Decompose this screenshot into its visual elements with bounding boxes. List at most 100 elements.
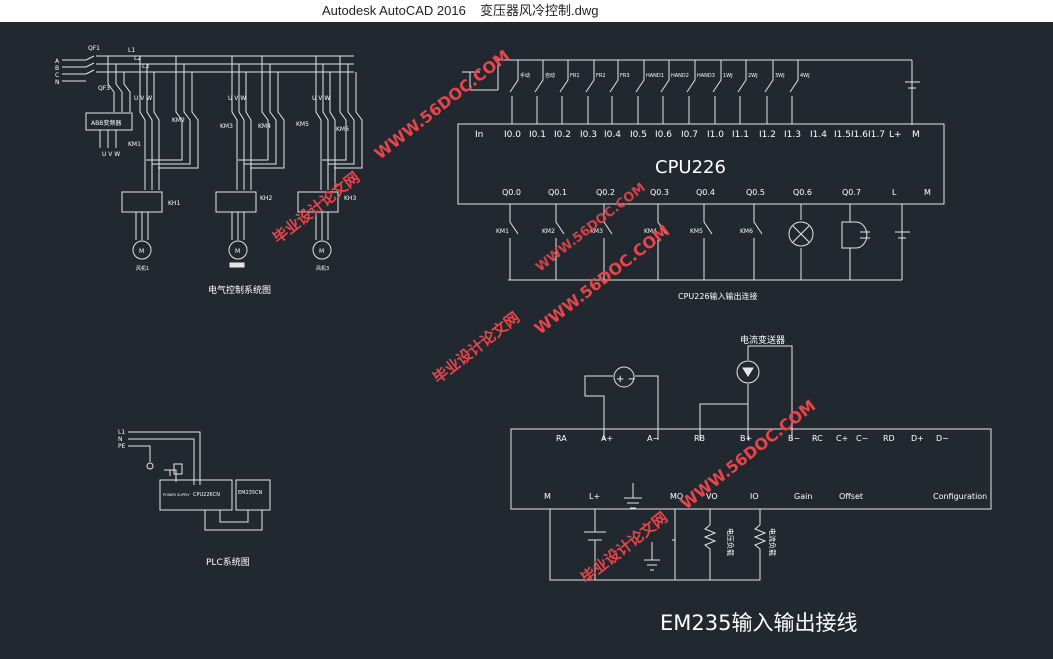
input-switch-label-10: 3WJ <box>775 73 785 79</box>
inverter-label: ABB变频器 <box>91 119 121 127</box>
output-load-label-1: KM2 <box>542 228 555 235</box>
load-voltage-label: 电压负载 <box>726 528 735 556</box>
input-switch-1 <box>534 60 544 124</box>
cpu-output-8: L <box>892 188 897 197</box>
input-switch-6 <box>660 60 670 124</box>
cpu-input-10: I1.1 <box>732 130 749 140</box>
contactor-km4: KM4 <box>258 123 271 130</box>
line-l2-label: L2 <box>134 55 141 62</box>
cpu-output-9: M <box>924 188 931 197</box>
contactor-km6: KM6 <box>336 126 349 133</box>
plc-caption: PLC系统图 <box>206 556 250 568</box>
cpu-input-7: I0.6 <box>655 130 672 140</box>
file-name: 变压器风冷控制.dwg <box>480 3 599 18</box>
input-switch-5 <box>635 60 645 124</box>
svg-text:风机3: 风机3 <box>316 265 329 272</box>
cpu-input-11: I1.2 <box>759 130 776 140</box>
plc-cpu-label: CPU226CN <box>193 492 220 498</box>
cpu-input-1: I0.0 <box>504 130 521 140</box>
cpu-input-5: I0.4 <box>604 130 621 140</box>
svg-text:毕业设计论文网: 毕业设计论文网 <box>429 308 523 387</box>
em235-top-9: RD <box>883 434 895 443</box>
cpu-input-9: I1.0 <box>707 130 724 140</box>
phase-b-label: B <box>55 65 59 72</box>
title-bar: Autodesk AutoCAD 2016 变压器风冷控制.dwg <box>0 0 1053 22</box>
svg-text:U V W: U V W <box>312 95 330 102</box>
cpu-input-15: I1.6 <box>851 130 868 140</box>
cpu-output-3: Q0.3 <box>650 188 669 197</box>
svg-text:N: N <box>118 436 123 443</box>
cpu-output-5: Q0.5 <box>746 188 765 197</box>
cpu-input-14: I1.5 <box>834 130 851 140</box>
cpu226-caption: CPU226输入输出连接 <box>678 291 758 301</box>
output-load-label-0: KM1 <box>496 228 509 235</box>
em235-bottom-1: L+ <box>589 492 600 501</box>
input-switch-label-4: FR3 <box>620 73 630 79</box>
svg-text:L1: L1 <box>118 429 125 436</box>
cpu-input-16: I1.7 <box>868 130 885 140</box>
input-switch-8 <box>712 60 722 124</box>
cpu-output-6: Q0.6 <box>793 188 812 197</box>
app-name: Autodesk AutoCAD 2016 <box>322 3 466 18</box>
cpu-input-3: I0.2 <box>554 130 571 140</box>
cpu226-title: CPU226 <box>655 157 726 178</box>
input-switch-label-11: 4WJ <box>800 73 810 79</box>
input-switch-10 <box>764 60 774 124</box>
em235-bottom-5: Gain <box>794 492 812 501</box>
svg-text:毕业设计论文网: 毕业设计论文网 <box>577 508 671 587</box>
output-load-2 <box>603 204 613 280</box>
cpu-input-17: L+ <box>889 130 902 140</box>
contactor-km5: KM5 <box>296 121 309 128</box>
input-switch-label-1: 自动 <box>545 72 555 79</box>
cpu-input-0: In <box>475 130 483 140</box>
svg-text:WWW.56DOC.COM: WWW.56DOC.COM <box>371 46 513 163</box>
em235-bottom-7: Configuration <box>933 492 987 501</box>
cpu-input-6: I0.5 <box>630 130 647 140</box>
input-switch-11 <box>789 60 799 124</box>
svg-text:M: M <box>235 248 240 255</box>
input-switch-4 <box>609 60 619 124</box>
contactor-km3: KM3 <box>220 123 233 130</box>
input-switch-label-5: HAND1 <box>646 73 664 79</box>
cpu-input-12: I1.3 <box>784 130 801 140</box>
svg-text:M: M <box>319 248 324 255</box>
cpu-output-0: Q0.0 <box>502 188 521 197</box>
input-switch-3 <box>585 60 595 124</box>
phase-n-label: N <box>55 79 60 86</box>
cpu-output-1: Q0.1 <box>548 188 567 197</box>
relay-kh2: KH2 <box>260 195 272 202</box>
contactor-km2: KM2 <box>172 117 185 124</box>
input-switch-label-7: HAND3 <box>697 73 715 79</box>
output-load-label-2: KM3 <box>590 228 603 235</box>
plc-power-label: POWER SUPPLY <box>163 493 191 497</box>
line-l1-label: L1 <box>128 47 135 54</box>
em235-top-6: RC <box>812 434 823 443</box>
phase-a-label: A <box>55 58 60 65</box>
output-load-0 <box>509 204 519 280</box>
cpu-input-8: I0.7 <box>681 130 698 140</box>
input-switch-9 <box>737 60 747 124</box>
em235-bottom-6: Offset <box>839 492 863 501</box>
contactor-km1: KM1 <box>128 141 141 148</box>
relay-kh3: KH3 <box>344 195 356 202</box>
em235-top-5: B− <box>788 434 800 443</box>
input-switch-label-6: HAND2 <box>671 73 689 79</box>
em235-top-10: D+ <box>911 434 924 443</box>
input-switch-label-0: 手动 <box>520 72 530 79</box>
drawing-canvas[interactable]: A B C N QF1 L1 L2 L3 QF3 ABB变频器 U V W U … <box>0 22 1053 655</box>
input-switch-label-2: FR1 <box>570 73 580 79</box>
svg-text:风机1: 风机1 <box>136 265 149 272</box>
cpu-input-2: I0.1 <box>529 130 546 140</box>
output-load-5 <box>753 204 763 280</box>
em235-top-0: RA <box>556 434 567 443</box>
input-switch-7 <box>686 60 696 124</box>
cpu-output-7: Q0.7 <box>842 188 861 197</box>
phase-c-label: C <box>55 72 59 79</box>
transmitter-label: 电流变送器 <box>740 334 785 346</box>
em235-top-1: A+ <box>601 434 613 443</box>
svg-text:+ −: + − <box>616 374 636 385</box>
load-current-label: 电流负载 <box>768 528 777 556</box>
electrical-control-diagram: A B C N QF1 L1 L2 L3 QF3 ABB变频器 U V W U … <box>55 45 363 296</box>
line-l3-label: L3 <box>142 63 149 70</box>
